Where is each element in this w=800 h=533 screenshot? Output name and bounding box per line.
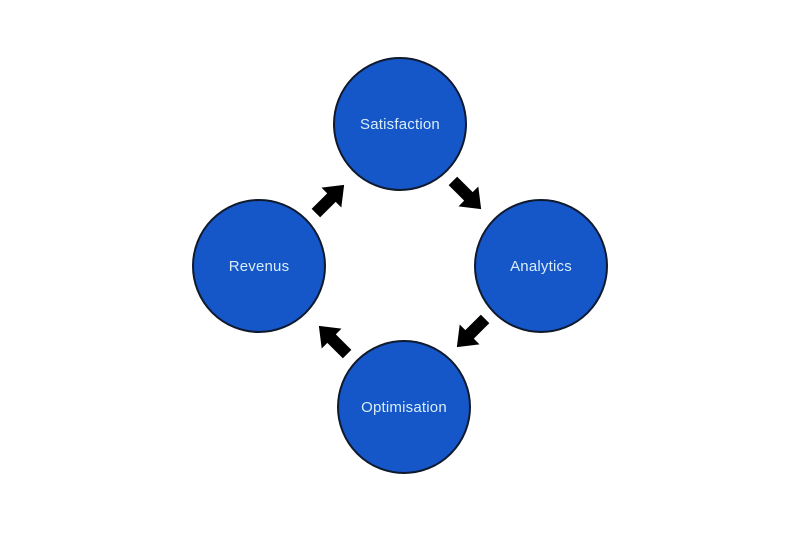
- node-revenus-label: Revenus: [228, 257, 290, 275]
- node-analytics: Analytics: [474, 199, 608, 333]
- node-satisfaction-label: Satisfaction: [360, 115, 440, 133]
- block-arrow-up-left-icon: [318, 325, 352, 359]
- node-revenus: Revenus: [192, 199, 326, 333]
- node-optimisation-label: Optimisation: [361, 398, 447, 416]
- arrow-satisfaction-to-analytics: [443, 171, 491, 219]
- node-optimisation: Optimisation: [337, 340, 471, 474]
- block-arrow-up-right-icon: [311, 184, 345, 218]
- arrow-revenus-to-satisfaction: [306, 175, 354, 223]
- block-arrow-down-left-icon: [456, 314, 490, 348]
- arrow-optimisation-to-revenus: [309, 316, 357, 364]
- node-analytics-label: Analytics: [510, 257, 572, 275]
- arrow-analytics-to-optimisation: [447, 309, 495, 357]
- block-arrow-down-right-icon: [448, 176, 482, 210]
- node-satisfaction: Satisfaction: [333, 57, 467, 191]
